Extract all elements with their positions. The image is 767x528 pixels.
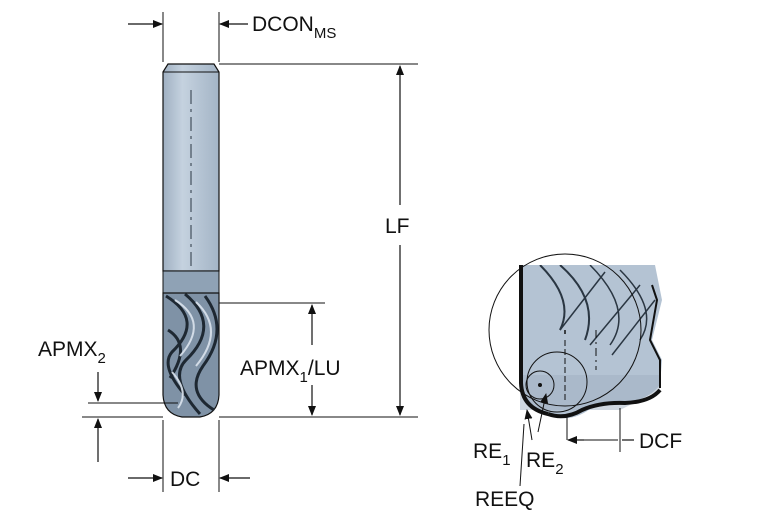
apmx2-label: APMX2: [38, 338, 106, 367]
apmx1-label: APMX1/LU: [240, 357, 341, 386]
reeq-label: REEQ: [475, 488, 535, 511]
dc-dimension: DC: [128, 420, 250, 492]
corner-detail-view: [488, 253, 665, 487]
dc-label: DC: [170, 468, 200, 491]
dcon-dimension: DCONMS: [128, 12, 336, 62]
apmx1-dimension: APMX1/LU: [219, 302, 341, 416]
end-mill-side-view: [162, 63, 220, 418]
dcon-label: DCONMS: [252, 13, 336, 42]
detail-left-edge: [519, 265, 549, 416]
re2-label: RE2: [526, 449, 564, 478]
dcf-label: DCF: [639, 430, 682, 453]
re1-label: RE1: [473, 440, 511, 469]
re2-circle: [526, 351, 588, 413]
lf-dimension: LF: [219, 63, 418, 418]
dcf-dimension: DCF: [566, 408, 682, 453]
detail-bottom-edge: [547, 388, 662, 419]
lf-label: LF: [385, 215, 410, 238]
shank-transition: [162, 270, 220, 294]
flute-helix-lines: [165, 292, 219, 415]
re1-circle: [525, 370, 555, 400]
reeq-circle: [488, 253, 642, 407]
apmx2-dimension: APMX2: [38, 338, 178, 462]
